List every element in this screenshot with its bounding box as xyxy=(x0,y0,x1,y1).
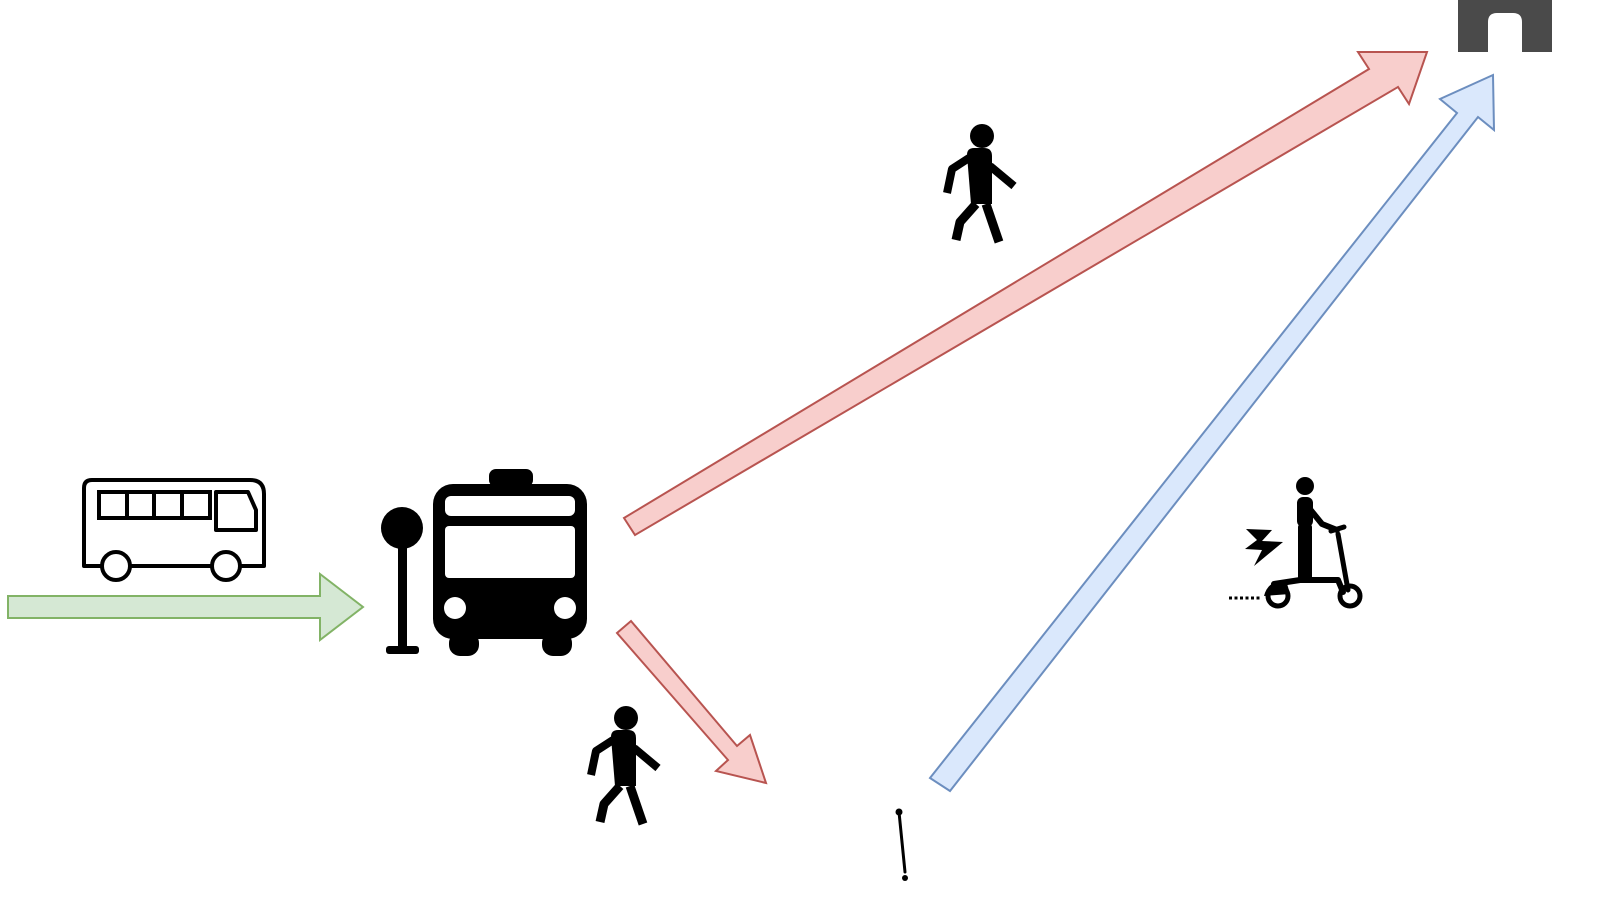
destination-building-icon xyxy=(1458,0,1552,52)
bus-outline-icon xyxy=(82,478,266,582)
incoming-bus-arrow xyxy=(7,571,365,643)
walk-to-destination-arrow xyxy=(622,51,1429,537)
bus-stop-sign-icon xyxy=(381,507,423,654)
bus-front-icon xyxy=(433,469,587,656)
pedestrian-icon xyxy=(943,124,1017,244)
walk-to-scooter-arrow xyxy=(615,619,768,785)
scooter-to-destination-arrow xyxy=(928,73,1496,793)
scooter-dock-icon xyxy=(895,808,908,881)
pedestrian-icon xyxy=(587,706,661,826)
e-scooter-rider-icon xyxy=(1229,477,1363,609)
